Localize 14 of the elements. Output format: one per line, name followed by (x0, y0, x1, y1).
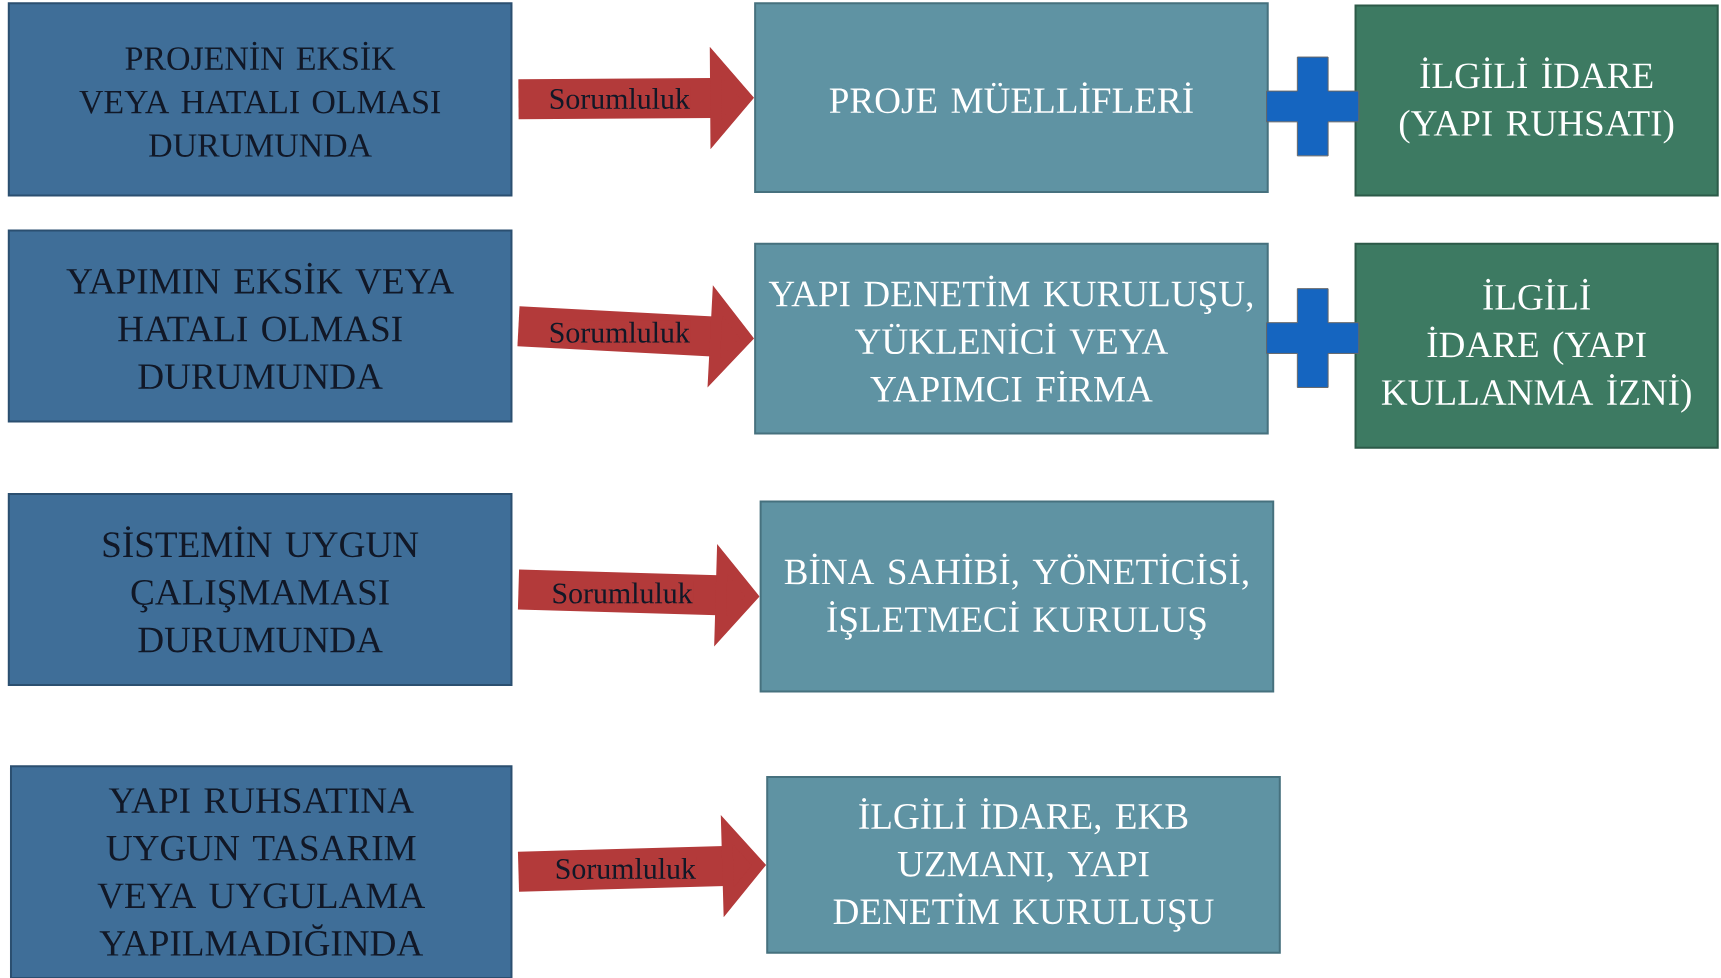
edge-label: Sorumluluk (550, 581, 694, 605)
condition-box: SİSTEMİN UYGUN ÇALIŞMAMASI DURUMUNDA (7, 492, 513, 686)
edge-label: Sorumluluk (547, 320, 691, 344)
edge-label: Sorumluluk (547, 87, 691, 111)
responsible-box: BİNA SAHİBİ, YÖNETİCİSİ, İŞLETMECİ KURULUŞ (759, 500, 1275, 693)
condition-box: YAPI RUHSATINA UYGUN TASARIM VEYA UYGULAMA YAPILMADIĞINDA (10, 765, 513, 978)
authority-box: İLGİLİ İDARE (YAPI KULLANMA İZNİ) (1354, 242, 1719, 449)
responsible-box: YAPI DENETİM KURULUŞU, YÜKLENİCİ VEYA YAPIMCI FİRMA (754, 242, 1269, 435)
condition-box: PROJENİN EKSİK VEYA HATALI OLMASI DURUMUNDA (7, 2, 513, 197)
authority-box: İLGİLİ İDARE (YAPI RUHSATI) (1354, 4, 1719, 197)
condition-box: YAPIMIN EKSİK VEYA HATALI OLMASI DURUMUNDA (7, 229, 513, 423)
responsible-box: PROJE MÜELLİFLERİ (754, 2, 1269, 194)
edge-label: Sorumluluk (553, 857, 697, 880)
responsible-box: İLGİLİ İDARE, EKB UZMANI, YAPI DENETİM KURULUŞU (766, 776, 1281, 954)
